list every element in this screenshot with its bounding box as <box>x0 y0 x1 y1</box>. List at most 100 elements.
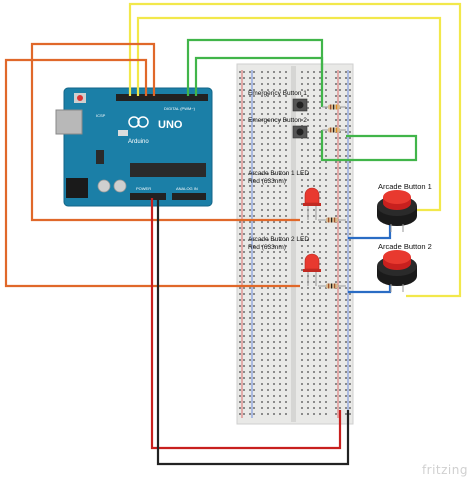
green-wire-2 <box>194 56 324 96</box>
breadboard-hole <box>349 341 351 343</box>
breadboard-hole <box>239 245 241 247</box>
breadboard-hole <box>339 371 341 373</box>
breadboard-hole <box>335 281 337 283</box>
breadboard-hole <box>307 251 309 253</box>
breadboard-hole <box>313 71 315 73</box>
breadboard-hole <box>307 161 309 163</box>
breadboard-hole <box>319 149 321 151</box>
breadboard-hole <box>307 227 309 229</box>
breadboard-hole <box>243 293 245 295</box>
breadboard-hole <box>253 257 255 259</box>
breadboard-hole <box>325 197 327 199</box>
breadboard-hole <box>273 359 275 361</box>
breadboard-hole <box>261 113 263 115</box>
breadboard-hole <box>261 311 263 313</box>
breadboard-hole <box>261 179 263 181</box>
breadboard-hole <box>313 101 315 103</box>
breadboard-hole <box>253 143 255 145</box>
breadboard-hole <box>239 269 241 271</box>
breadboard-hole <box>239 95 241 97</box>
breadboard-hole <box>249 89 251 91</box>
breadboard-hole <box>319 227 321 229</box>
breadboard-hole <box>319 371 321 373</box>
breadboard-hole <box>273 293 275 295</box>
breadboard-hole <box>307 389 309 391</box>
breadboard-hole <box>249 203 251 205</box>
breadboard-hole <box>307 131 309 133</box>
breadboard-hole <box>267 137 269 139</box>
breadboard-hole <box>279 143 281 145</box>
breadboard-hole <box>285 215 287 217</box>
breadboard-hole <box>239 125 241 127</box>
breadboard-hole <box>273 413 275 415</box>
breadboard-hole <box>339 173 341 175</box>
breadboard-hole <box>261 209 263 211</box>
label-arcade-button-2-led-spec: Red (633nm) <box>248 244 286 251</box>
breadboard-hole <box>253 245 255 247</box>
breadboard-hole <box>345 305 347 307</box>
breadboard-hole <box>345 221 347 223</box>
breadboard-hole <box>345 365 347 367</box>
breadboard-hole <box>345 395 347 397</box>
breadboard-hole <box>335 191 337 193</box>
breadboard-hole <box>239 89 241 91</box>
breadboard-hole <box>285 233 287 235</box>
breadboard-hole <box>249 101 251 103</box>
breadboard-hole <box>273 131 275 133</box>
breadboard-hole <box>349 395 351 397</box>
breadboard-hole <box>301 209 303 211</box>
breadboard-hole <box>313 317 315 319</box>
breadboard-hole <box>267 131 269 133</box>
breadboard-hole <box>261 101 263 103</box>
breadboard-hole <box>267 329 269 331</box>
breadboard-hole <box>335 371 337 373</box>
black-wire-gnd <box>156 198 350 466</box>
breadboard-hole <box>253 197 255 199</box>
breadboard-hole <box>301 305 303 307</box>
breadboard-hole <box>313 401 315 403</box>
breadboard-hole <box>313 131 315 133</box>
breadboard-hole <box>335 239 337 241</box>
breadboard-hole <box>249 359 251 361</box>
breadboard-hole <box>313 359 315 361</box>
breadboard-hole <box>325 143 327 145</box>
label-arcade-button-1-led: Arcade Button 1 LED <box>248 170 310 177</box>
orange-wire-1 <box>30 42 300 222</box>
breadboard-hole <box>325 239 327 241</box>
breadboard-hole <box>319 353 321 355</box>
breadboard-hole <box>279 107 281 109</box>
breadboard-hole <box>279 101 281 103</box>
breadboard-hole <box>261 407 263 409</box>
breadboard-hole <box>335 179 337 181</box>
breadboard-hole <box>307 335 309 337</box>
breadboard-hole <box>313 179 315 181</box>
breadboard-hole <box>273 167 275 169</box>
icsp-text: ICSP <box>96 113 106 118</box>
breadboard-hole <box>273 173 275 175</box>
breadboard-hole <box>319 137 321 139</box>
breadboard-hole <box>349 77 351 79</box>
breadboard-hole <box>239 173 241 175</box>
breadboard-hole <box>319 305 321 307</box>
breadboard-hole <box>239 323 241 325</box>
breadboard-hole <box>261 347 263 349</box>
breadboard-hole <box>249 281 251 283</box>
breadboard-hole <box>335 413 337 415</box>
breadboard-hole <box>279 311 281 313</box>
breadboard-hole <box>249 377 251 379</box>
breadboard-hole <box>243 155 245 157</box>
breadboard-hole <box>253 371 255 373</box>
breadboard-hole <box>273 203 275 205</box>
breadboard-hole <box>325 323 327 325</box>
breadboard-hole <box>249 335 251 337</box>
breadboard-hole <box>313 413 315 415</box>
breadboard-hole <box>307 329 309 331</box>
breadboard-hole <box>267 161 269 163</box>
breadboard-hole <box>253 395 255 397</box>
label-arcade-button-1-led-spec: Red (633nm) <box>248 178 286 185</box>
breadboard-hole <box>349 389 351 391</box>
breadboard-hole <box>243 221 245 223</box>
breadboard-hole <box>285 305 287 307</box>
breadboard-hole <box>261 269 263 271</box>
breadboard-hole <box>345 353 347 355</box>
